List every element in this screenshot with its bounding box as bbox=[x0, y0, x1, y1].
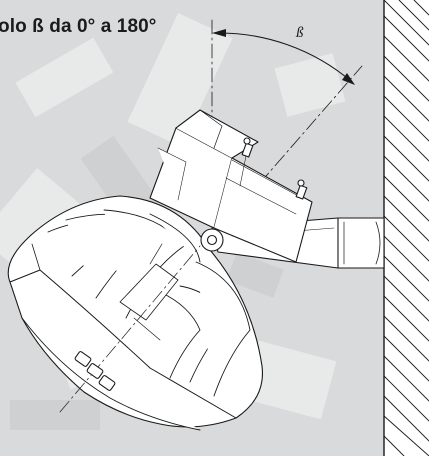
lamp-head bbox=[7, 195, 264, 431]
angle-label: ß bbox=[295, 25, 304, 41]
figure-title: olo ß da 0° a 180° bbox=[0, 16, 157, 37]
pivot-joint bbox=[200, 228, 224, 252]
driver-housing bbox=[149, 109, 313, 263]
cable-glands bbox=[74, 351, 116, 391]
wall-section bbox=[383, 0, 429, 456]
